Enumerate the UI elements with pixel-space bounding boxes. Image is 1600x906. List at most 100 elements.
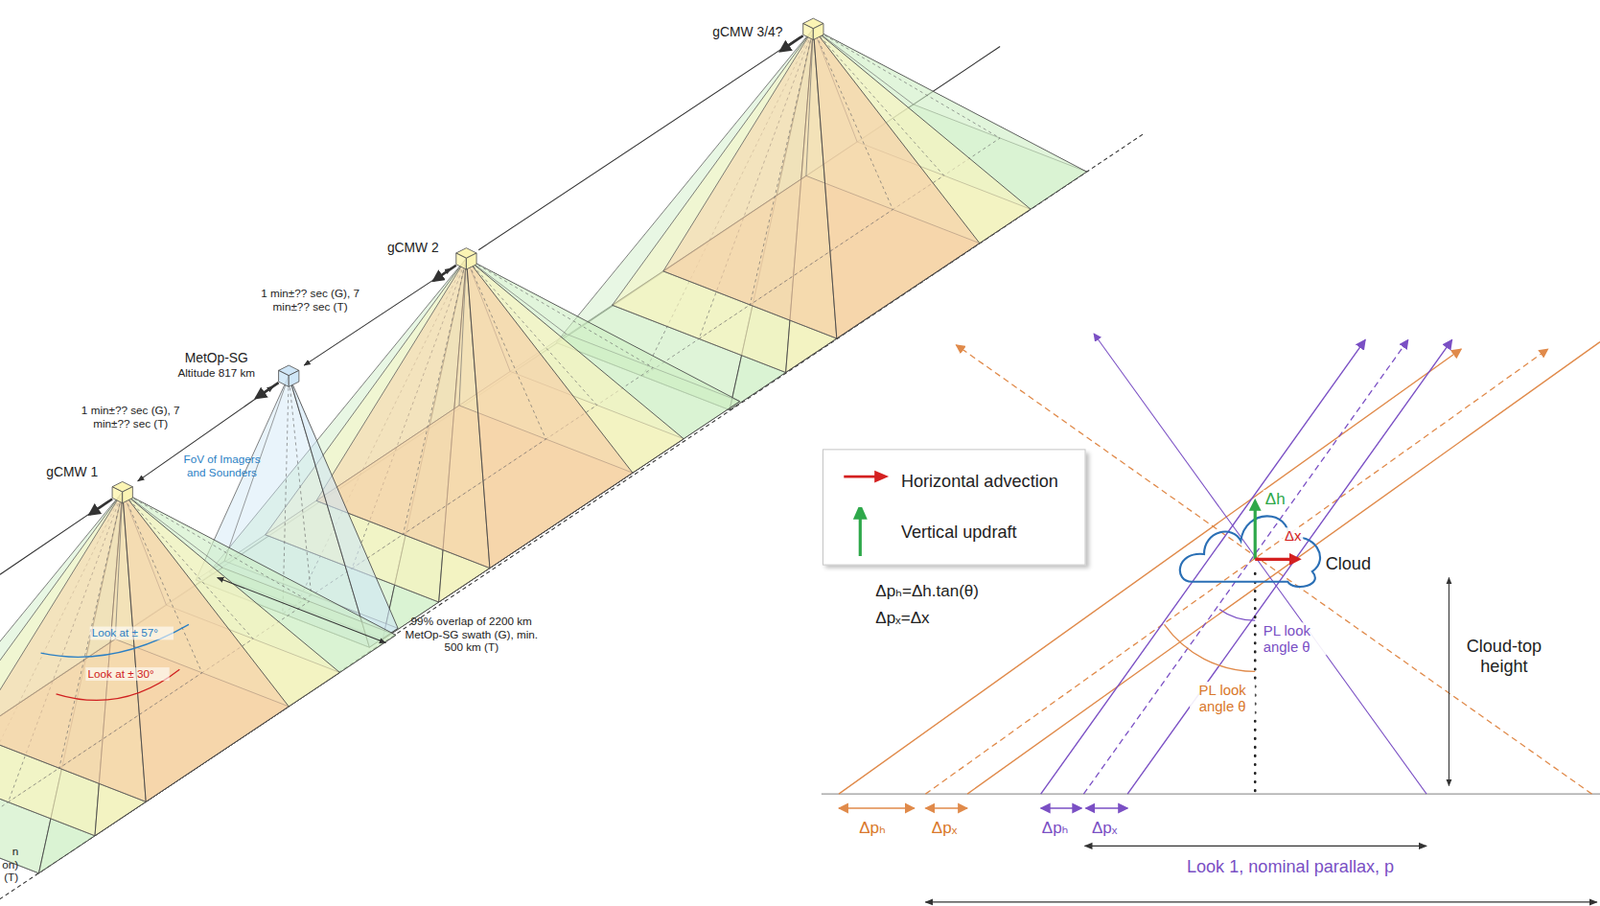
- polygon-shape: [456, 253, 467, 270]
- legend-item: Vertical updraft: [823, 507, 1085, 558]
- satellite-node: gCMW 3/4?: [799, 15, 827, 43]
- cone-edge: [459, 257, 466, 406]
- dimension-arrow: [1041, 807, 1083, 809]
- cone-edge: [806, 28, 813, 177]
- satellite-name: gCMW 3/4?: [712, 24, 783, 42]
- satellite-name: MetOp-SG: [177, 349, 256, 367]
- polygon-shape: [288, 370, 300, 387]
- satellite-label: gCMW 1: [46, 463, 98, 481]
- line-shape: [858, 517, 862, 557]
- angle-label: PL look angle θ: [1189, 681, 1255, 715]
- orbit-line: [478, 36, 800, 250]
- dimension-label: Δpₕ: [858, 818, 886, 838]
- cone-section: [749, 28, 893, 305]
- path-shape: [874, 470, 889, 484]
- polygon-shape: [803, 23, 814, 40]
- satellite-cube: [799, 15, 827, 43]
- parallax-label: Look 1, nominal parallax, p: [1186, 857, 1394, 878]
- delta-label: Δh: [1263, 489, 1288, 510]
- dimension-arrow: [925, 807, 968, 809]
- dimension-arrow: [1086, 807, 1129, 809]
- cone-face: [663, 28, 837, 339]
- dimension-label: Δpₓ: [1091, 818, 1117, 838]
- advection-arrow: [1254, 557, 1299, 561]
- edge-label: 1 min±?? sec (G), 7 min±?? sec (T): [256, 286, 364, 313]
- look-angle-label: Look at ± 57°: [90, 626, 174, 640]
- ground-line: [821, 792, 1600, 794]
- look-angle-arc: [41, 624, 189, 657]
- delta-label: Δx: [1282, 527, 1304, 544]
- fov-note: FoV of Imagers and Sounders: [178, 453, 265, 480]
- timing-arrow: [138, 386, 275, 482]
- satellite-node: gCMW 2: [453, 244, 481, 272]
- cone-face: [812, 28, 979, 339]
- dimension-label: Δpₓ: [931, 818, 957, 838]
- satellite-node: MetOp-SGAltitude 817 km: [275, 362, 302, 390]
- legend-text: Vertical updraft: [901, 522, 1018, 543]
- updraft-arrow: [1253, 502, 1257, 560]
- dimension-label: Δpₕ: [1042, 818, 1069, 838]
- cut-note: n on) (T): [0, 844, 19, 883]
- dimension-arrow: [838, 807, 915, 809]
- angle-arc: [1219, 608, 1255, 621]
- satellite-cube: [453, 244, 481, 272]
- satellite-label: gCMW 2: [387, 239, 440, 256]
- look-ray: [955, 345, 1592, 794]
- sensor-cone: [0, 491, 396, 874]
- flight-direction-arrow: [433, 265, 456, 281]
- legend-box: Horizontal advectionVertical updraft: [822, 448, 1087, 565]
- satellite-name: gCMW 1: [46, 463, 98, 481]
- look-ray: [1083, 339, 1408, 794]
- satellite-label: gCMW 3/4?: [712, 24, 783, 42]
- flight-direction-arrow: [90, 498, 113, 514]
- angle-label: PL look angle θ: [1261, 622, 1327, 655]
- look-ray: [1127, 339, 1452, 794]
- height-arrow: [1448, 577, 1450, 786]
- cone-face: [0, 491, 146, 802]
- line-shape: [843, 475, 877, 479]
- formula: Δpₓ=Δx: [875, 608, 929, 628]
- cone-face: [122, 491, 289, 802]
- edge-label: 1 min±?? sec (G), 7 min±?? sec (T): [77, 404, 185, 431]
- flight-direction-arrow: [780, 35, 803, 51]
- satellite-cube: [109, 478, 137, 506]
- satellite-cube: [275, 362, 302, 390]
- swath-overlap-arrow: [217, 577, 387, 643]
- look-ray: [925, 348, 1548, 794]
- polygon-shape: [278, 370, 290, 387]
- polygon-shape: [112, 486, 123, 504]
- satellite-altitude: Altitude 817 km: [177, 366, 256, 380]
- dimension-arrow: [925, 901, 1597, 903]
- red-arrow-sample: [823, 456, 891, 508]
- polygon-shape: [812, 23, 824, 40]
- angle-arc: [1163, 624, 1255, 672]
- timing-arrow: [303, 268, 451, 366]
- satellite-label: MetOp-SGAltitude 817 km: [177, 349, 256, 380]
- formula: Δpₕ=Δh.tan(θ): [875, 581, 979, 602]
- parallax-figure: [821, 333, 1600, 903]
- path-shape: [853, 507, 868, 520]
- field-of-view-cones: [0, 28, 1088, 874]
- polygon-shape: [465, 253, 477, 270]
- cloud-outline: [1180, 515, 1321, 587]
- legend-item: Horizontal advection: [823, 456, 1085, 508]
- cone-section: [59, 491, 203, 768]
- legend-text: Horizontal advection: [901, 471, 1059, 492]
- height-label: Cloud-top height: [1457, 636, 1552, 677]
- cone-edge: [115, 491, 122, 640]
- look-ray: [1041, 339, 1366, 794]
- look-ray: [967, 342, 1600, 795]
- left-annotations: [0, 36, 800, 700]
- satellite-name: gCMW 2: [387, 239, 440, 256]
- swath-overlap-note: 99% overlap of 2200 km MetOp-SG swath (G…: [395, 615, 548, 654]
- dimension-arrow: [1084, 845, 1427, 847]
- cone-section: [402, 257, 546, 534]
- look-angle-label: Look at ± 30°: [85, 667, 169, 680]
- green-arrow-sample: [823, 507, 891, 558]
- look-ray: [838, 348, 1461, 794]
- cone-face: [465, 257, 632, 568]
- satellite-node: gCMW 1: [109, 478, 137, 506]
